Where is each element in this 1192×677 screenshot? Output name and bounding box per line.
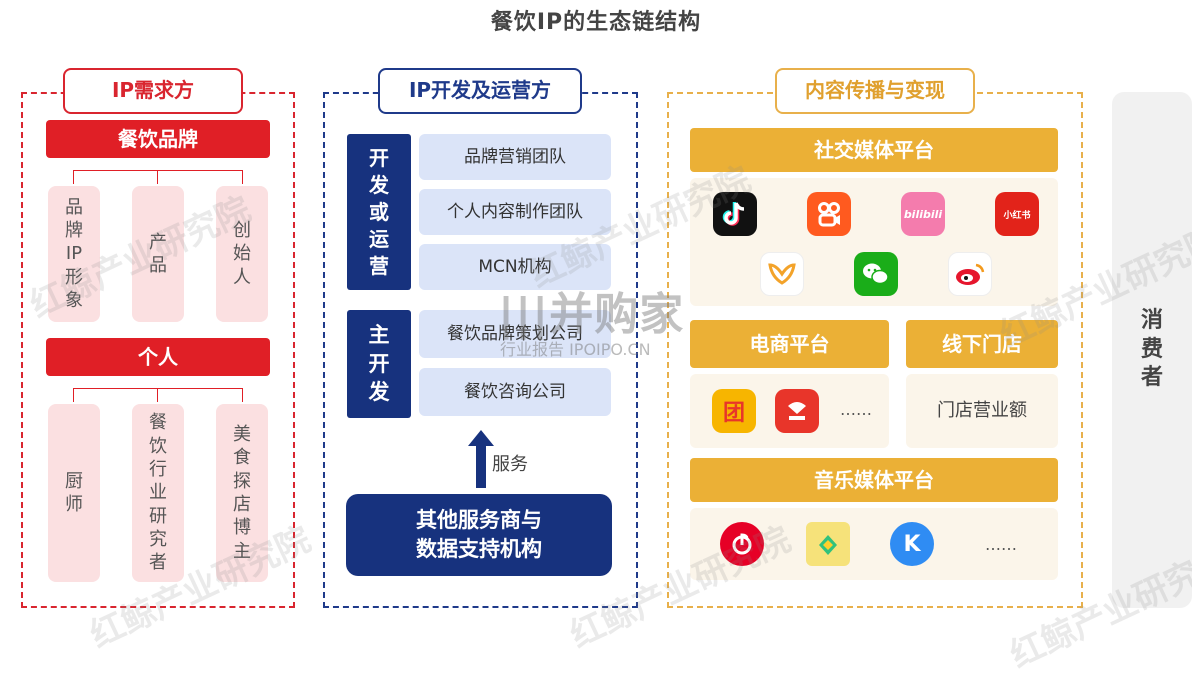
person-item-researcher: 餐 饮 行 业 研 究 者 (132, 404, 184, 582)
content-production-team: 个人内容制作团队 (419, 189, 611, 235)
xiaohongshu-icon: 小红书 (995, 192, 1039, 236)
brand-marketing-team: 品牌营销团队 (419, 134, 611, 180)
ip-demand-header: IP需求方 (63, 68, 243, 114)
music-media-bar: 音乐媒体平台 (690, 458, 1058, 502)
ecommerce-more: …… (840, 400, 872, 419)
weibo-icon (948, 252, 992, 296)
weixin-channels-icon (760, 252, 804, 296)
service-arrow-icon (468, 430, 494, 488)
individual-bar: 个人 (46, 338, 270, 376)
person-item-food-blogger: 美 食 探 店 博 主 (216, 404, 268, 582)
person-item-chef: 厨 师 (48, 404, 100, 582)
brand-connector (73, 170, 243, 184)
brand-item-founder: 创 始 人 (216, 186, 268, 322)
catering-brand-bar: 餐饮品牌 (46, 120, 270, 158)
offline-store-area (906, 374, 1058, 448)
brand-item-product: 产 品 (132, 186, 184, 322)
page-title: 餐饮IP的生态链结构 (490, 10, 702, 35)
individual-connector (73, 388, 243, 402)
ecommerce-bar: 电商平台 (690, 320, 889, 368)
social-media-bar: 社交媒体平台 (690, 128, 1058, 172)
distribution-header: 内容传播与变现 (775, 68, 975, 114)
douyin-icon (713, 192, 757, 236)
consumer-box: 消 费 者 (1112, 92, 1192, 608)
kugou-icon: K (890, 522, 934, 566)
watermark-main: |||并购家 (498, 289, 685, 340)
dianping-icon (775, 389, 819, 433)
dev-operate-label: 开 发 或 运 营 (347, 134, 411, 290)
brand-item-ip-image: 品 牌 IP 形 象 (48, 186, 100, 322)
service-label: 服务 (492, 454, 528, 475)
music-more: …… (985, 535, 1017, 554)
ip-dev-header: IP开发及运营方 (378, 68, 582, 114)
bilibili-icon: bilibili (901, 192, 945, 236)
offline-store-bar: 线下门店 (906, 320, 1058, 368)
meituan-icon: 团 (712, 389, 756, 433)
service-provider-box: 其他服务商与 数据支持机构 (346, 494, 612, 576)
catering-consulting-company: 餐饮咨询公司 (419, 368, 611, 416)
kuaishou-icon (807, 192, 851, 236)
brand-connector-mid (157, 170, 158, 184)
watermark-sub: 行业报告 IPOIPO.CN (500, 340, 651, 359)
main-dev-label: 主 开 发 (347, 310, 411, 418)
wechat-icon (854, 252, 898, 296)
brand-planning-company: 餐饮品牌策划公司 (419, 310, 611, 358)
netease-music-icon (720, 522, 764, 566)
individual-connector-mid (157, 388, 158, 402)
store-revenue-text: 门店营业额 (937, 400, 1027, 421)
qq-music-icon (806, 522, 850, 566)
mcn-agency: MCN机构 (419, 244, 611, 290)
